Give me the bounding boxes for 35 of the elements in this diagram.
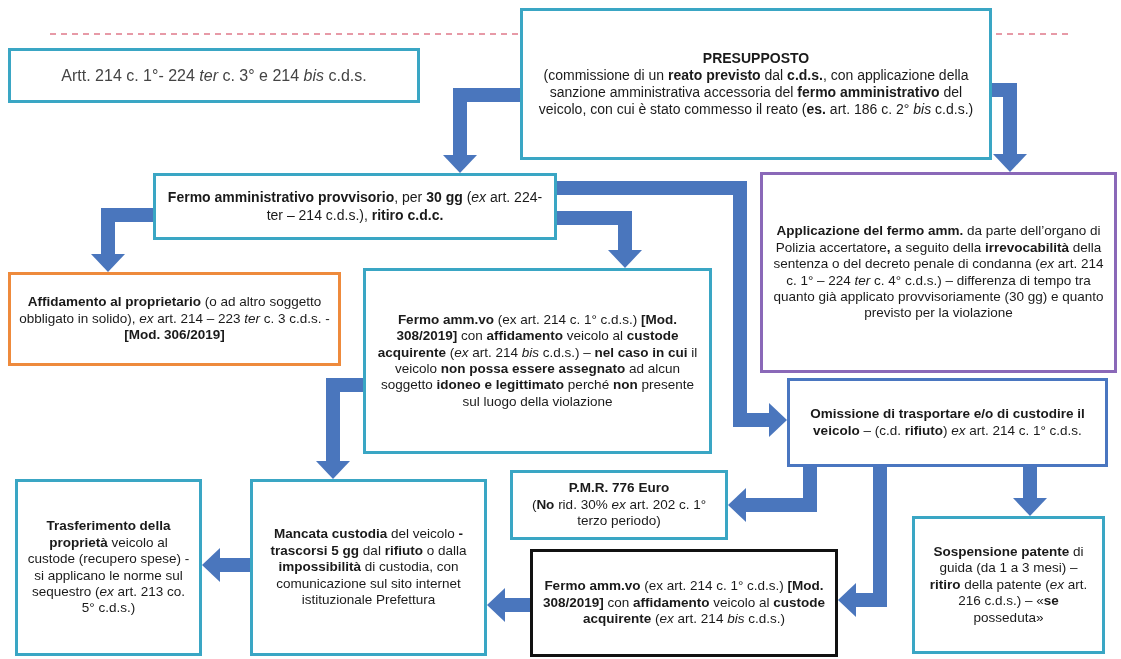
process-box	[8, 48, 420, 103]
block-arrow	[557, 181, 787, 437]
process-box	[250, 479, 487, 656]
box-text: Artt. 214 c. 1°- 224 ter c. 3° e 214 bis c.d.s.	[61, 65, 367, 86]
process-box	[530, 549, 838, 657]
process-box	[787, 378, 1108, 467]
process-box	[510, 470, 728, 540]
box-text: Trasferimento della proprietà veicolo al custode (recupero spese) - si applicano le norme sul sequestro (ex art. 213 co. 5° c.d.s.)	[26, 518, 191, 617]
block-arrow	[992, 83, 1027, 172]
process-box	[760, 172, 1117, 373]
box-text: Applicazione del fermo amm. da parte dell’organo di Polizia accertatore, a seguito della irrevocabilità della sentenza o del decreto penale di condanna (ex art. 214 c. 1° – 224 ter c. 4° c.d.s.) – differenza di tempo tra quanto già applicato provvisoriamente (30 gg) e quanto previsto per la violazione	[772, 223, 1105, 322]
process-box	[520, 8, 992, 160]
block-arrow	[1013, 467, 1047, 516]
box-heading: P.M.R. 776 Euro	[568, 480, 670, 497]
box-text: Affidamento al proprietario (o ad altro soggetto obbligato in solido), ex art. 214 – 223 ter c. 3 c.d.s. - [Mod. 306/2019]	[19, 294, 330, 344]
process-box	[912, 516, 1105, 654]
block-arrow	[443, 88, 520, 173]
process-box	[15, 479, 202, 656]
block-arrow	[838, 467, 887, 617]
process-box	[8, 272, 341, 366]
box-text: Fermo amministrativo provvisorio, per 30 gg (ex art. 224-ter – 214 c.d.s.), ritiro c.d.c.	[166, 189, 544, 224]
block-arrow	[487, 588, 530, 622]
process-box	[363, 268, 712, 454]
block-arrow	[728, 467, 817, 522]
box-text: Fermo amm.vo (ex art. 214 c. 1° c.d.s.) [Mod. 308/2019] con affidamento veicolo al custode acquirente (ex art. 214 bis c.d.s.)	[541, 578, 827, 628]
process-box	[153, 173, 557, 240]
block-arrow	[202, 548, 250, 582]
box-text: Omissione di trasportare e/o di custodire il veicolo – (c.d. rifiuto) ex art. 214 c. 1° c.d.s.	[809, 406, 1086, 439]
box-text: (commissione di un reato previsto dal c.d.s., con applicazione della sanzione amministrativa accessoria del fermo amministrativo del veicolo, con cui è stato commesso il reato (es. art. 186 c. 2° bis c.d.s.)	[537, 66, 975, 119]
box-text: Fermo amm.vo (ex art. 214 c. 1° c.d.s.) [Mod. 308/2019] con affidamento veicolo al custode acquirente (ex art. 214 bis c.d.s.) – nel caso in cui il veicolo non possa essere assegnato ad alcun soggetto idoneo e legittimato perché non presente sul luogo della violazione	[376, 311, 699, 411]
box-heading: PRESUPPOSTO	[702, 49, 810, 67]
box-text: Sospensione patente di guida (da 1 a 3 mesi) – ritiro della patente (ex art. 216 c.d.s.) – «se posseduta»	[928, 543, 1089, 627]
block-arrow	[316, 378, 363, 479]
box-text: Mancata custodia del veicolo - trascorsi 5 gg dal rifiuto o dalla impossibilità di custodia, con comunicazione sul sito internet istituzionale Prefettura	[269, 526, 468, 609]
box-text: (No rid. 30% ex art. 202 c. 1° terzo periodo)	[530, 496, 708, 530]
